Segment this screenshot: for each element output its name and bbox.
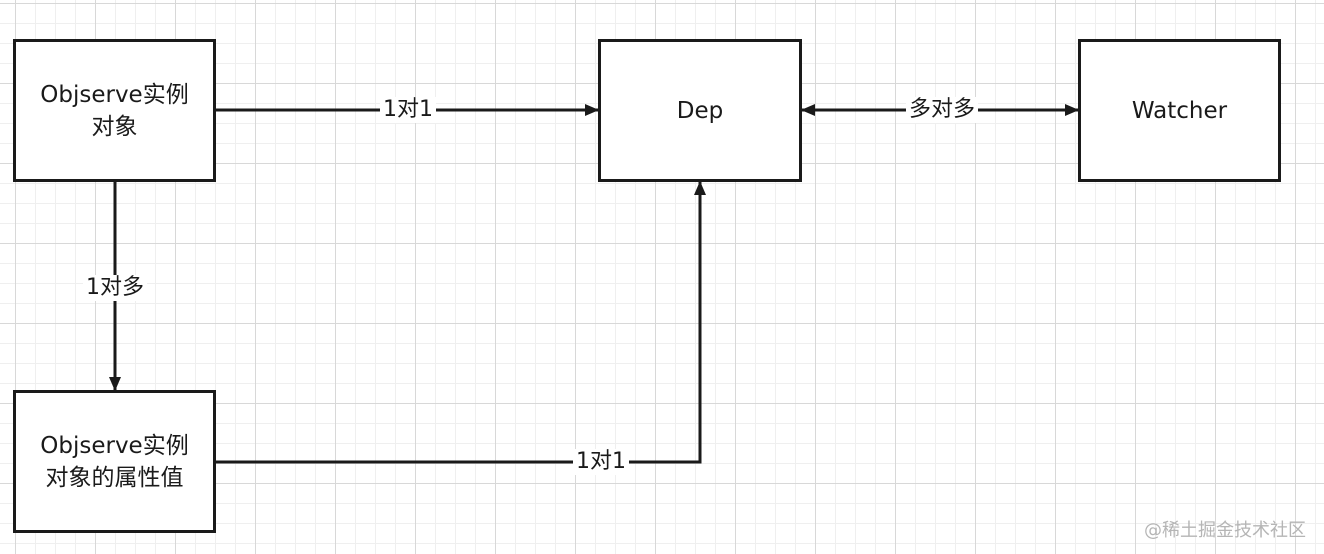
observer-object-node[interactable]: Objserve实例 对象 [13,39,216,182]
edge-label-observer-property: 1对多 [83,275,147,301]
dep-label: Dep [676,97,724,124]
watcher-node[interactable]: Watcher [1078,39,1281,182]
watermark: @稀土掘金技术社区 [1144,520,1306,541]
edge-label-dep-watcher: 多对多 [905,97,979,123]
watcher-label: Watcher [1131,97,1228,124]
property-value-label: Objserve实例 对象的属性值 [40,432,189,491]
edge-property-to-dep [216,181,706,464]
edge-label-observer-dep: 1对1 [380,97,436,123]
edge-label-property-dep: 1对1 [573,449,629,475]
property-value-node[interactable]: Objserve实例 对象的属性值 [13,390,216,533]
observer-object-label: Objserve实例 对象 [40,81,189,140]
dep-node[interactable]: Dep [598,39,802,182]
